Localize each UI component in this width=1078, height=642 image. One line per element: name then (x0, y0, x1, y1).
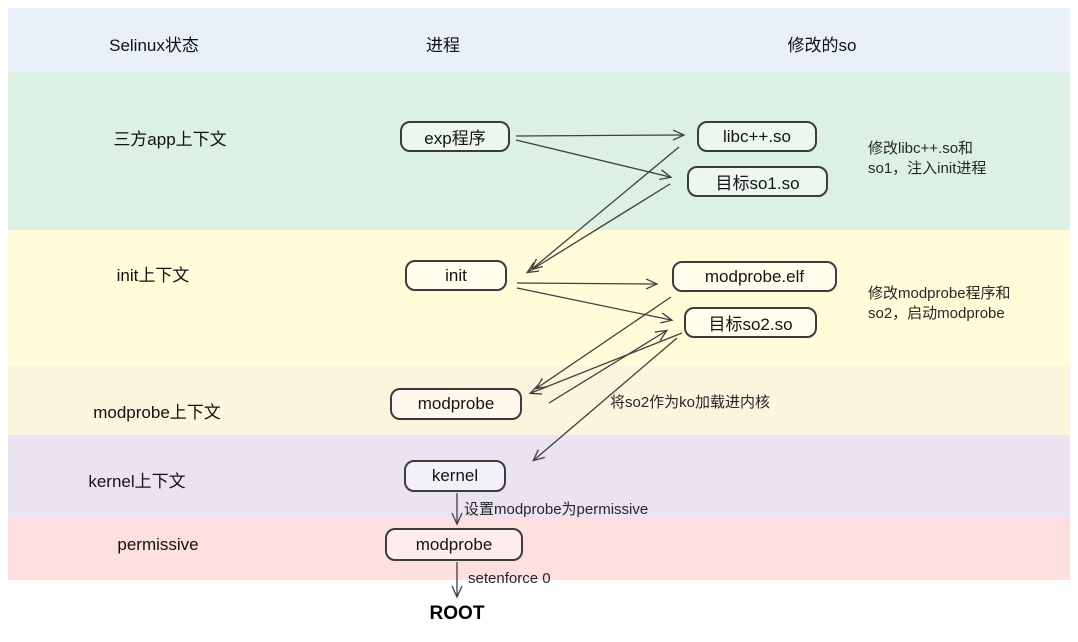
label-setenforce: setenforce 0 (468, 570, 551, 587)
annotation-inject-init-line2: so1，注入init进程 (868, 160, 987, 178)
node-libc-so: libc++.so (697, 121, 817, 152)
annotation-start-modprobe-line1: 修改modprobe程序和 (868, 285, 1011, 302)
row-label-init-context: init上下文 (116, 266, 190, 285)
label-load-ko: 将so2作为ko加载进内核 (610, 394, 771, 411)
node-target-so2: 目标so2.so (684, 307, 817, 338)
node-modprobe: modprobe (390, 388, 522, 420)
node-init: init (405, 260, 507, 291)
annotation-inject-init: 修改libc++.so和 so1，注入init进程 (868, 139, 1058, 180)
column-header-process: 进程 (426, 36, 460, 55)
band-permissive (8, 517, 1070, 580)
root-label: ROOT (429, 603, 485, 624)
annotation-inject-init-line1: 修改libc++.so和 (868, 140, 974, 157)
row-label-kernel-context: kernel上下文 (88, 472, 186, 491)
label-set-permissive: 设置modprobe为permissive (464, 501, 649, 518)
annotation-start-modprobe-line2: so2，启动modprobe (868, 305, 1005, 323)
row-label-app-context: 三方app上下文 (113, 130, 227, 149)
node-modprobe-elf: modprobe.elf (672, 261, 837, 292)
row-label-permissive: permissive (117, 535, 199, 554)
column-header-modified-so: 修改的so (787, 36, 857, 55)
node-kernel: kernel (404, 460, 506, 492)
node-modprobe-permissive: modprobe (385, 528, 523, 561)
node-target-so1: 目标so1.so (687, 166, 828, 197)
column-header-selinux-state: Selinux状态 (109, 36, 199, 55)
row-label-modprobe-context: modprobe上下文 (93, 403, 221, 422)
header-band (8, 8, 1070, 72)
node-exp-program: exp程序 (400, 121, 510, 152)
annotation-start-modprobe: 修改modprobe程序和 so2，启动modprobe (868, 284, 1078, 325)
